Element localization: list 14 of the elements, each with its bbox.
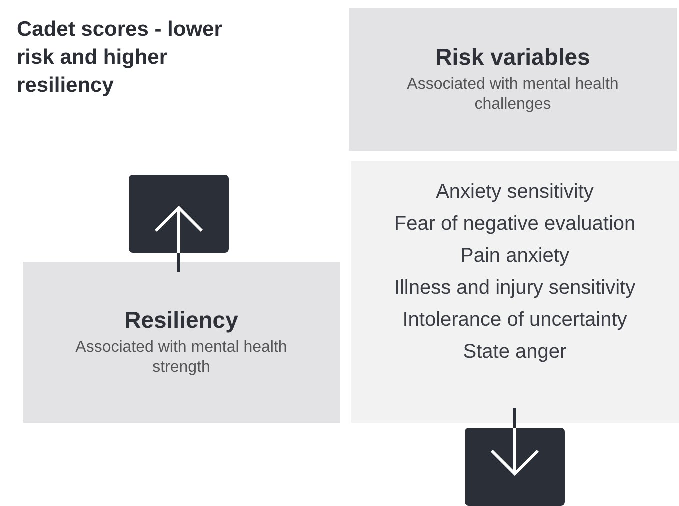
list-item: Illness and injury sensitivity [394, 276, 636, 301]
list-panel [351, 161, 679, 423]
list-item: State anger [463, 340, 567, 365]
list-item: Pain anxiety [460, 244, 570, 269]
category-panel [349, 8, 677, 151]
title: Cadet scores - lower risk and higher resiliency [17, 17, 224, 99]
description: Associated with mental health challenges [406, 75, 620, 115]
list-item: Anxiety sensitivity [436, 180, 594, 205]
list-item: Intolerance of uncertainty [402, 308, 628, 333]
list-item: Fear of negative evaluation [394, 212, 636, 237]
description: Associated with mental health strength [74, 338, 288, 378]
heading: Risk variables [436, 44, 590, 71]
category-panel [23, 262, 340, 423]
heading: Resiliency [124, 307, 238, 334]
